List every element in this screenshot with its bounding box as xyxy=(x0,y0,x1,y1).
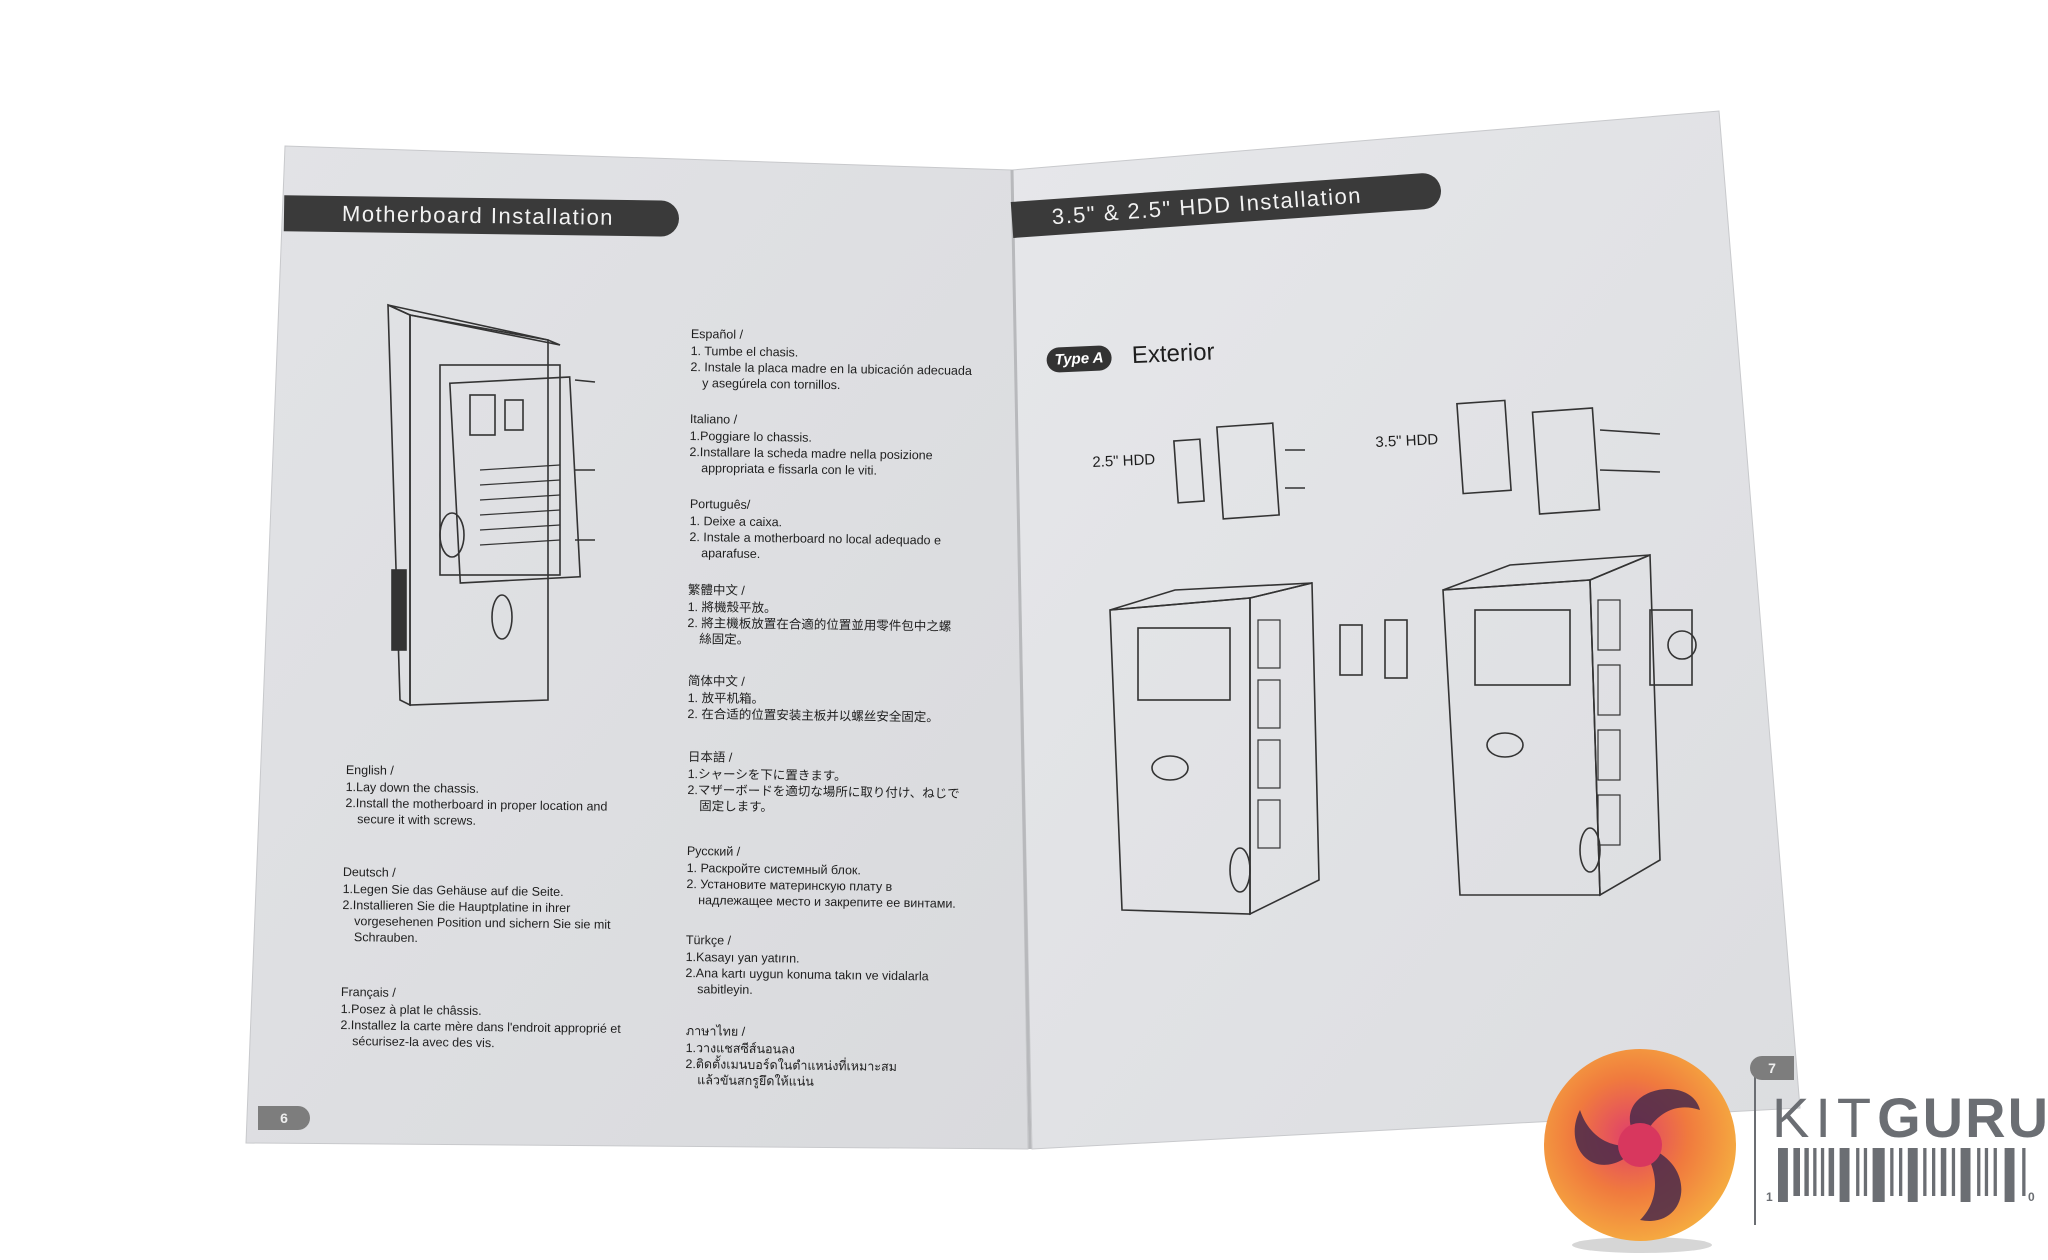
barcode-bar xyxy=(1872,1148,1885,1202)
hdd-25-diagram xyxy=(1173,422,1305,520)
language-block: Italiano /1.Poggiare lo chassis.2.Instal… xyxy=(689,411,933,479)
barcode-bar xyxy=(1863,1148,1868,1196)
barcode-bar xyxy=(1984,1148,1989,1196)
barcode-bar xyxy=(1940,1148,1947,1196)
language-block: 简体中文 /1. 放平机箱。2. 在合适的位置安装主板并以螺丝安全固定。 xyxy=(687,673,939,726)
language-block: Deutsch /1.Legen Sie das Gehäuse auf die… xyxy=(342,864,612,949)
barcode-bar xyxy=(1923,1148,1927,1196)
label-2-5-hdd: 2.5" HDD xyxy=(1092,451,1156,471)
type-a-badge: Type A xyxy=(1046,344,1113,373)
language-heading: ภาษาไทย / xyxy=(685,1023,746,1039)
barcode-bar xyxy=(1899,1148,1903,1196)
barcode-bar xyxy=(1856,1148,1860,1196)
barcode-bar xyxy=(1993,1148,1997,1196)
barcode-bar xyxy=(2022,1148,2026,1196)
language-block: Türkçe /1.Kasayı yan yatırın.2.Ana kartı… xyxy=(685,932,929,1000)
kitguru-orb-logo xyxy=(1544,1049,1736,1253)
motherboard-diagram xyxy=(387,303,596,707)
barcode-bar xyxy=(1828,1148,1835,1196)
barcode-bar xyxy=(1804,1148,1809,1196)
barcode-bar xyxy=(1951,1148,1956,1196)
kitguru-wordmark: KITGURU xyxy=(1772,1086,2048,1149)
language-block: 日本語 /1.シャーシを下に置きます。2.マザーボードを適切な場所に取り付け、ね… xyxy=(687,749,960,818)
barcode-bar xyxy=(1793,1148,1800,1196)
right-page xyxy=(1011,110,1801,1150)
barcode-left-digit: 1 xyxy=(1766,1190,1773,1204)
barcode-bar xyxy=(1778,1148,1788,1202)
barcode-bar xyxy=(1932,1148,1936,1196)
left-page-title: Motherboard Installation xyxy=(341,201,615,230)
hdd-35-diagram xyxy=(1456,399,1661,515)
page-number-6: 6 xyxy=(258,1106,310,1130)
barcode-bar xyxy=(1960,1148,1971,1202)
barcode-bar xyxy=(1977,1148,1981,1196)
barcode-bar xyxy=(1890,1148,1894,1196)
barcode-bar xyxy=(1813,1148,1817,1196)
kitguru-barcode xyxy=(1778,1148,2026,1202)
barcode-bar xyxy=(1839,1148,1850,1202)
page-spine xyxy=(1010,169,1032,1150)
barcode-right-digit: 0 xyxy=(2028,1190,2035,1204)
left-page-title-banner: Motherboard Installation xyxy=(283,195,680,237)
language-heading: Italiano / xyxy=(689,411,738,427)
language-block: 繁體中文 /1. 將機殼平放。2. 將主機板放置在合適的位置並用零件包中之螺絲固… xyxy=(687,582,952,651)
instruction-line: แล้วขันสกรูยึดให้แน่น xyxy=(697,1073,814,1089)
label-3-5-hdd: 3.5" HDD xyxy=(1375,431,1439,451)
language-block: English /1.Lay down the chassis.2.Instal… xyxy=(345,762,608,831)
barcode-bar xyxy=(2004,1148,2015,1202)
language-block: Português/1. Deixe a caixa.2. Instale a … xyxy=(689,496,941,565)
exterior-label: Exterior xyxy=(1131,338,1216,370)
language-block: Русский /1. Раскройте системный блок.2. … xyxy=(686,843,957,912)
left-page xyxy=(245,145,1029,1150)
language-heading: Türkçe / xyxy=(685,932,732,948)
barcode-bar xyxy=(1907,1148,1918,1202)
chassis-diagram-35 xyxy=(1442,553,1697,897)
page-number-7: 7 xyxy=(1750,1056,1794,1080)
chassis-diagram-25 xyxy=(1109,581,1408,916)
language-block: Français /1.Posez à plat le châssis.2.In… xyxy=(340,984,621,1053)
barcode-bar xyxy=(1820,1148,1825,1196)
language-block: Español /1. Tumbe el chasis.2. Instale l… xyxy=(690,326,972,395)
